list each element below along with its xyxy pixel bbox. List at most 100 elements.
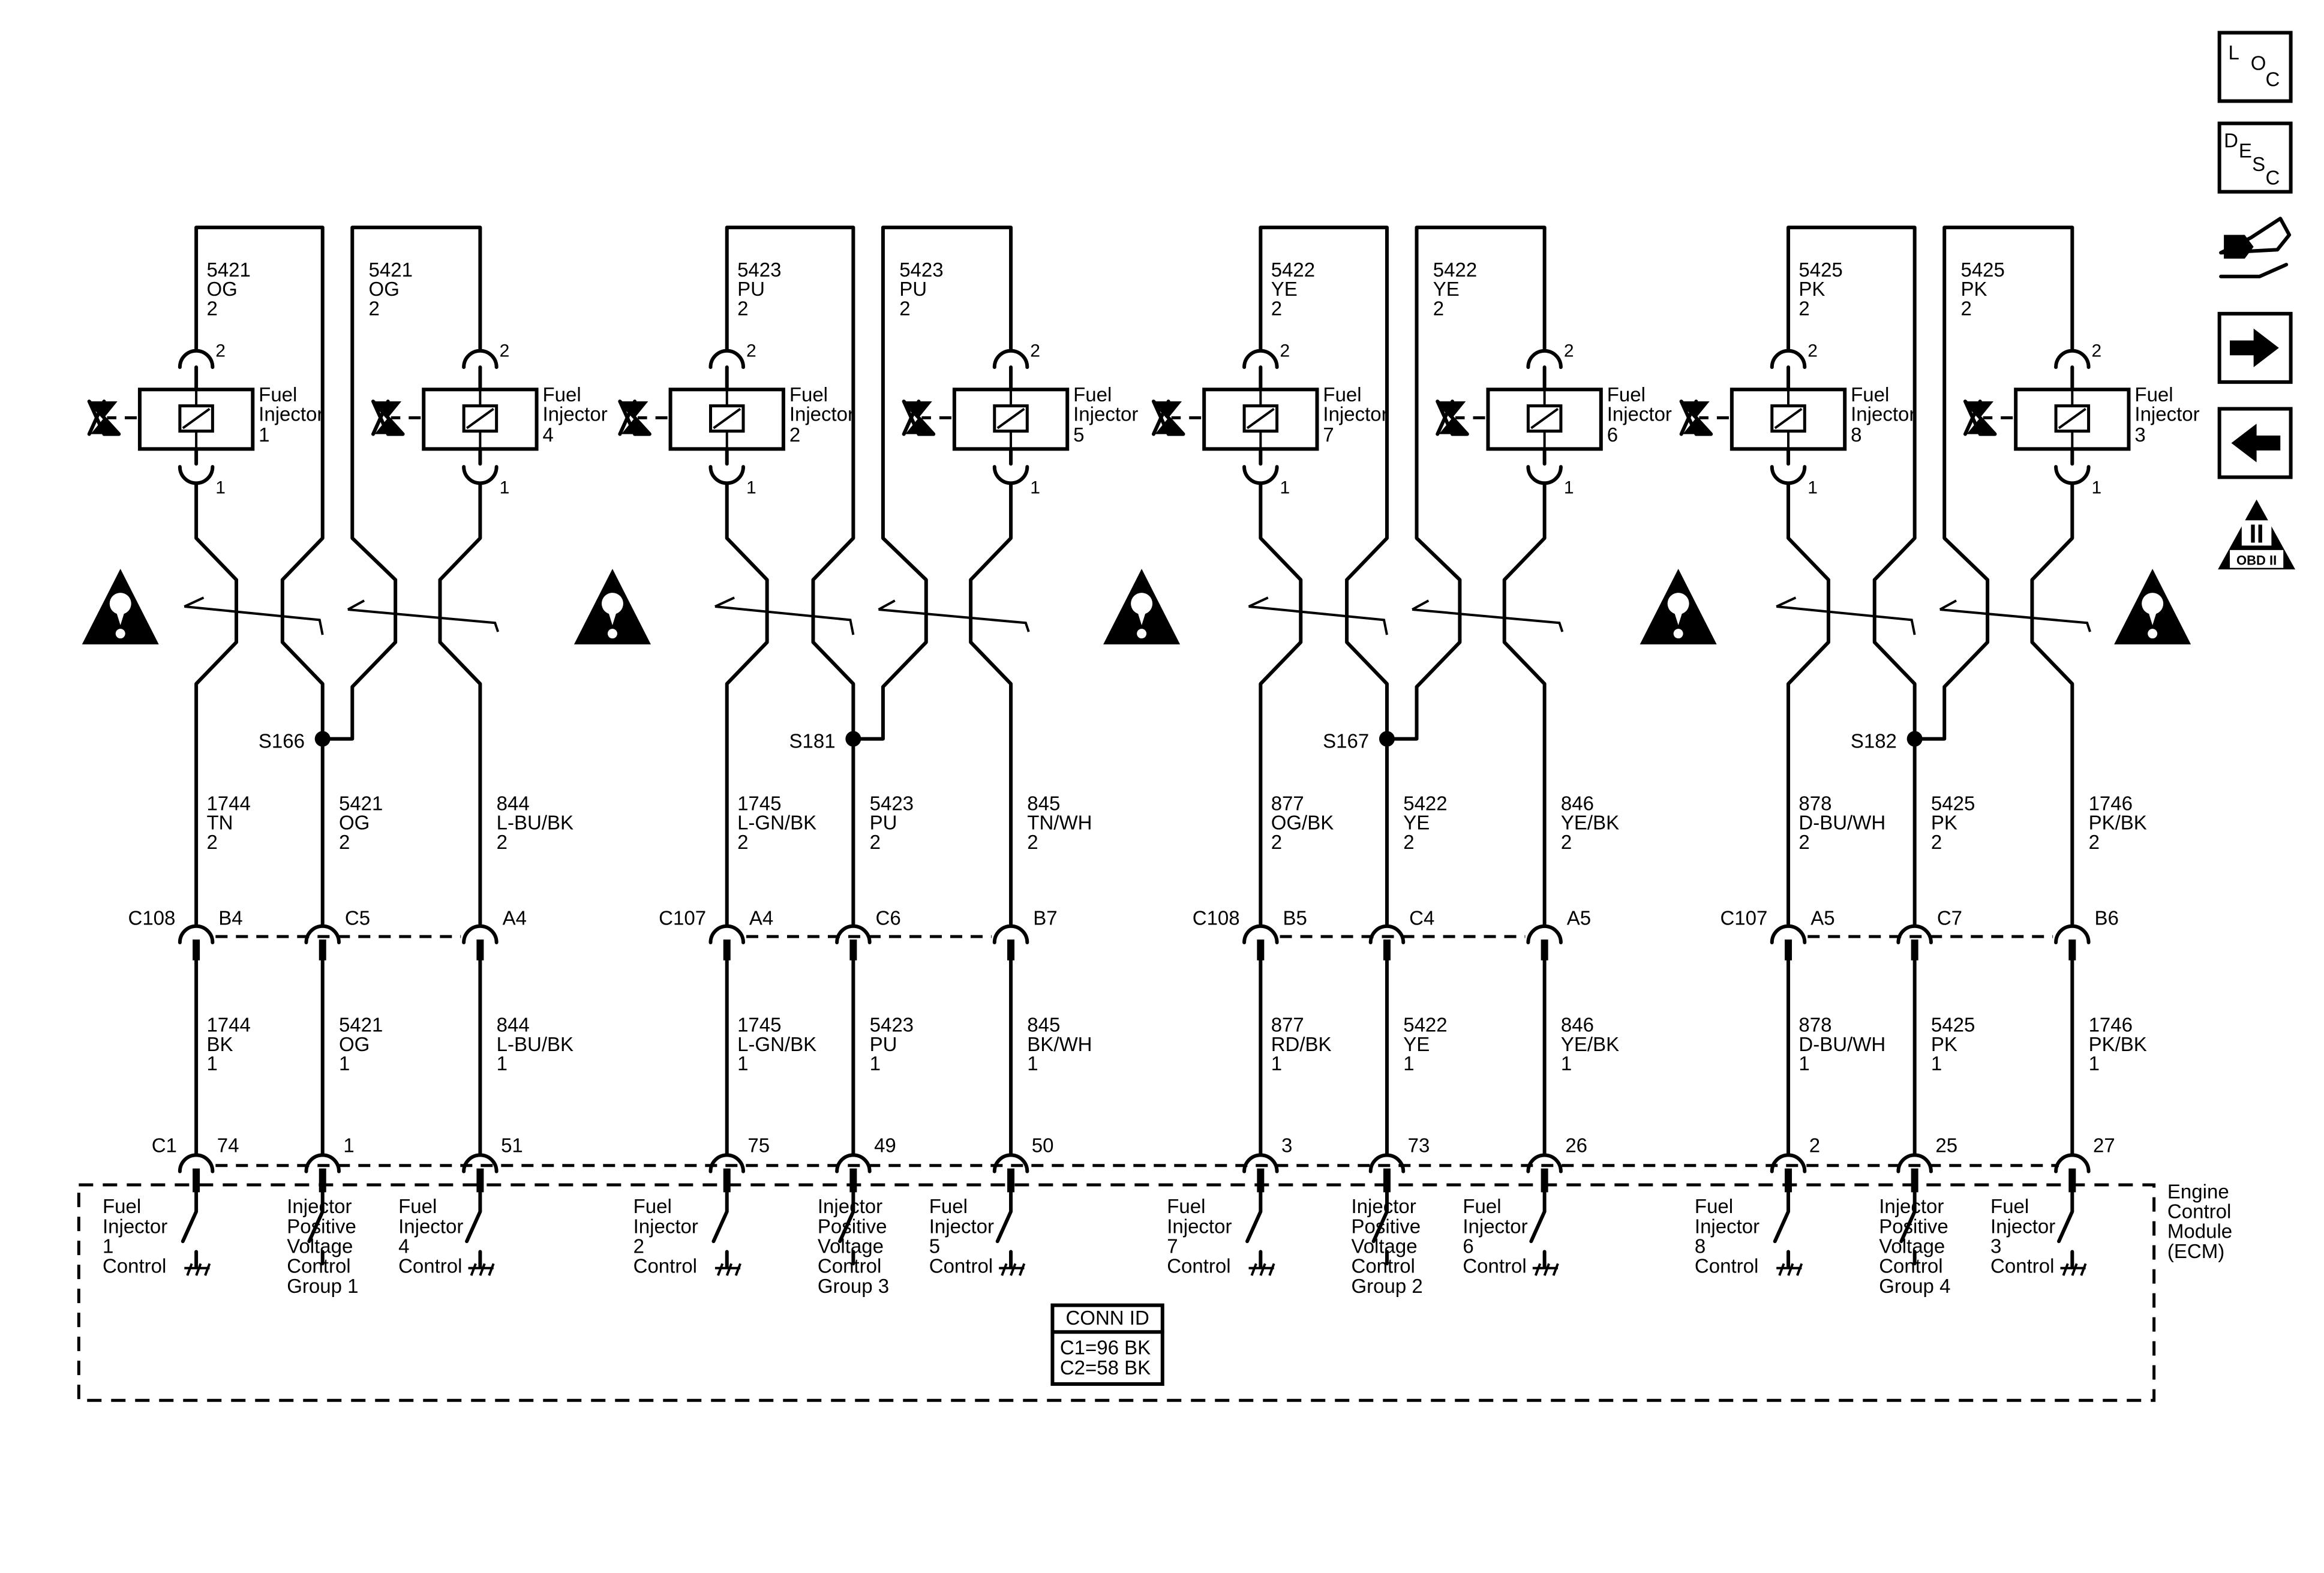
wire-label: 1 <box>339 1052 350 1074</box>
wire-label: 5421 <box>369 259 413 281</box>
feed-wire-3-b <box>1912 226 2074 741</box>
ground-icon <box>184 1263 211 1276</box>
labels-layer: S16621FuelInjector121FuelInjector45421OG… <box>103 259 2232 1379</box>
valve-icon <box>1966 401 1993 434</box>
twist-mark-1-b <box>878 608 1030 632</box>
ecm-pin <box>319 1168 326 1193</box>
splice-label-2: S167 <box>1323 730 1369 752</box>
previous-page-button[interactable] <box>2217 407 2293 479</box>
injector-pin-label: 1 <box>1280 478 1290 498</box>
wire-label: 1 <box>1271 1052 1282 1074</box>
valve-icon <box>621 401 648 434</box>
connector-pin-label: A4 <box>749 906 773 929</box>
connector-pin <box>193 939 200 960</box>
wire-label: L-BU/BK <box>497 1033 574 1055</box>
ecm-pin-label: 25 <box>1935 1134 1957 1156</box>
wire-label: 5421 <box>339 792 383 815</box>
diagnostic-wrench-icon[interactable] <box>2219 217 2292 278</box>
ecm-function-label: Voltage <box>287 1235 353 1257</box>
ecm-function-label: Fuel <box>633 1195 672 1217</box>
connector-pin-arc <box>1242 924 1279 945</box>
wire-label: 2 <box>369 297 380 319</box>
wire-label: 5425 <box>1931 792 1975 815</box>
wire-label: 877 <box>1271 1014 1304 1036</box>
ecm-function-label: Injector <box>1352 1195 1416 1217</box>
ecm-title: (ECM) <box>2167 1240 2224 1262</box>
ecm-function-label: Control <box>818 1255 881 1277</box>
ecm-function-label: Injector <box>287 1195 352 1217</box>
connector-id: C108 <box>128 906 176 929</box>
wire-label: 1 <box>206 1052 217 1074</box>
injector-number: 8 <box>1851 424 1861 446</box>
ecm-function-label: Injector <box>929 1215 994 1237</box>
ecm-switch <box>995 1190 1013 1244</box>
desc-letter: E <box>2239 140 2252 162</box>
ecm-function-label: 8 <box>1695 1235 1706 1257</box>
ecm-switch <box>2057 1190 2074 1244</box>
ecm-function-label: Injector <box>1695 1215 1759 1237</box>
coil-slash <box>182 407 211 430</box>
injector-name: Injector <box>1073 403 1138 425</box>
ecm-pin <box>1541 1168 1548 1193</box>
loc-letter: C <box>2265 68 2280 91</box>
ecm-function-label: Control <box>398 1255 462 1277</box>
obd-numeral: II <box>2249 519 2263 548</box>
ecm-function-label: Fuel <box>1695 1195 1733 1217</box>
wire-label: 2 <box>1027 831 1038 853</box>
obd-ii-icon-band <box>2230 550 2284 568</box>
wire-label: PU <box>870 812 897 834</box>
ecm-function-label: Control <box>929 1255 993 1277</box>
ecm-function-label: Control <box>633 1255 697 1277</box>
connector-pin-label: A5 <box>1810 906 1834 929</box>
ecm-pin-label: 3 <box>1281 1134 1292 1156</box>
coil-slash <box>996 407 1025 430</box>
ecm-function-label: Control <box>287 1255 350 1277</box>
ecm-function-label: Voltage <box>1879 1235 1945 1257</box>
wire-label: OG <box>339 1033 370 1055</box>
wire-label: 5425 <box>1798 259 1842 281</box>
control-wire-1-b <box>969 482 1013 927</box>
ecm-function-label: 3 <box>1990 1235 2001 1257</box>
wire-label: RD/BK <box>1271 1033 1332 1055</box>
twist-mark-3-a <box>1776 605 1916 635</box>
ground-icon <box>714 1263 741 1276</box>
wire-label: PU <box>870 1033 897 1055</box>
desc-button-frame <box>2217 121 2293 194</box>
twist-mark-3-b <box>1939 608 2091 632</box>
wire-label: 2 <box>899 297 910 319</box>
pin-connector-top <box>1770 349 1807 370</box>
next-page-button[interactable] <box>2217 311 2293 384</box>
connector-pin <box>723 939 731 960</box>
twist-mark-0-b <box>347 608 500 632</box>
wire-label: PK <box>1798 278 1825 300</box>
wire-label: 5421 <box>206 259 250 281</box>
ecm-switch <box>1899 1190 1917 1244</box>
injector-name: Fuel <box>542 383 581 406</box>
ecm-pin-arc <box>178 1153 215 1173</box>
ecm-title: Control <box>2167 1200 2231 1222</box>
wire-label: PU <box>737 278 765 300</box>
wire-label: 5422 <box>1403 1014 1447 1036</box>
ecm-pin <box>1007 1168 1015 1193</box>
wire-label: 5423 <box>870 1014 914 1036</box>
ecm-function-label: Control <box>1167 1255 1230 1277</box>
injector-name: Fuel <box>789 383 828 406</box>
injector-name: Injector <box>789 403 854 425</box>
warning-icon-mark <box>1673 629 1683 639</box>
valve-icon <box>1155 401 1182 434</box>
ecm-function-label: Positive <box>1879 1215 1948 1237</box>
ecm-function-label: 6 <box>1463 1235 1473 1257</box>
wire-label: D-BU/WH <box>1798 812 1885 834</box>
splice-dot-2 <box>1379 731 1395 747</box>
valve-icon <box>1439 401 1466 434</box>
ecm-pin <box>849 1168 857 1193</box>
ground-icon <box>1532 1263 1559 1276</box>
wire-label: YE <box>1433 278 1460 300</box>
ecm-pin-label: 50 <box>1032 1134 1054 1156</box>
injector-pin-label: 2 <box>1030 341 1040 361</box>
connector-pin <box>476 939 484 960</box>
